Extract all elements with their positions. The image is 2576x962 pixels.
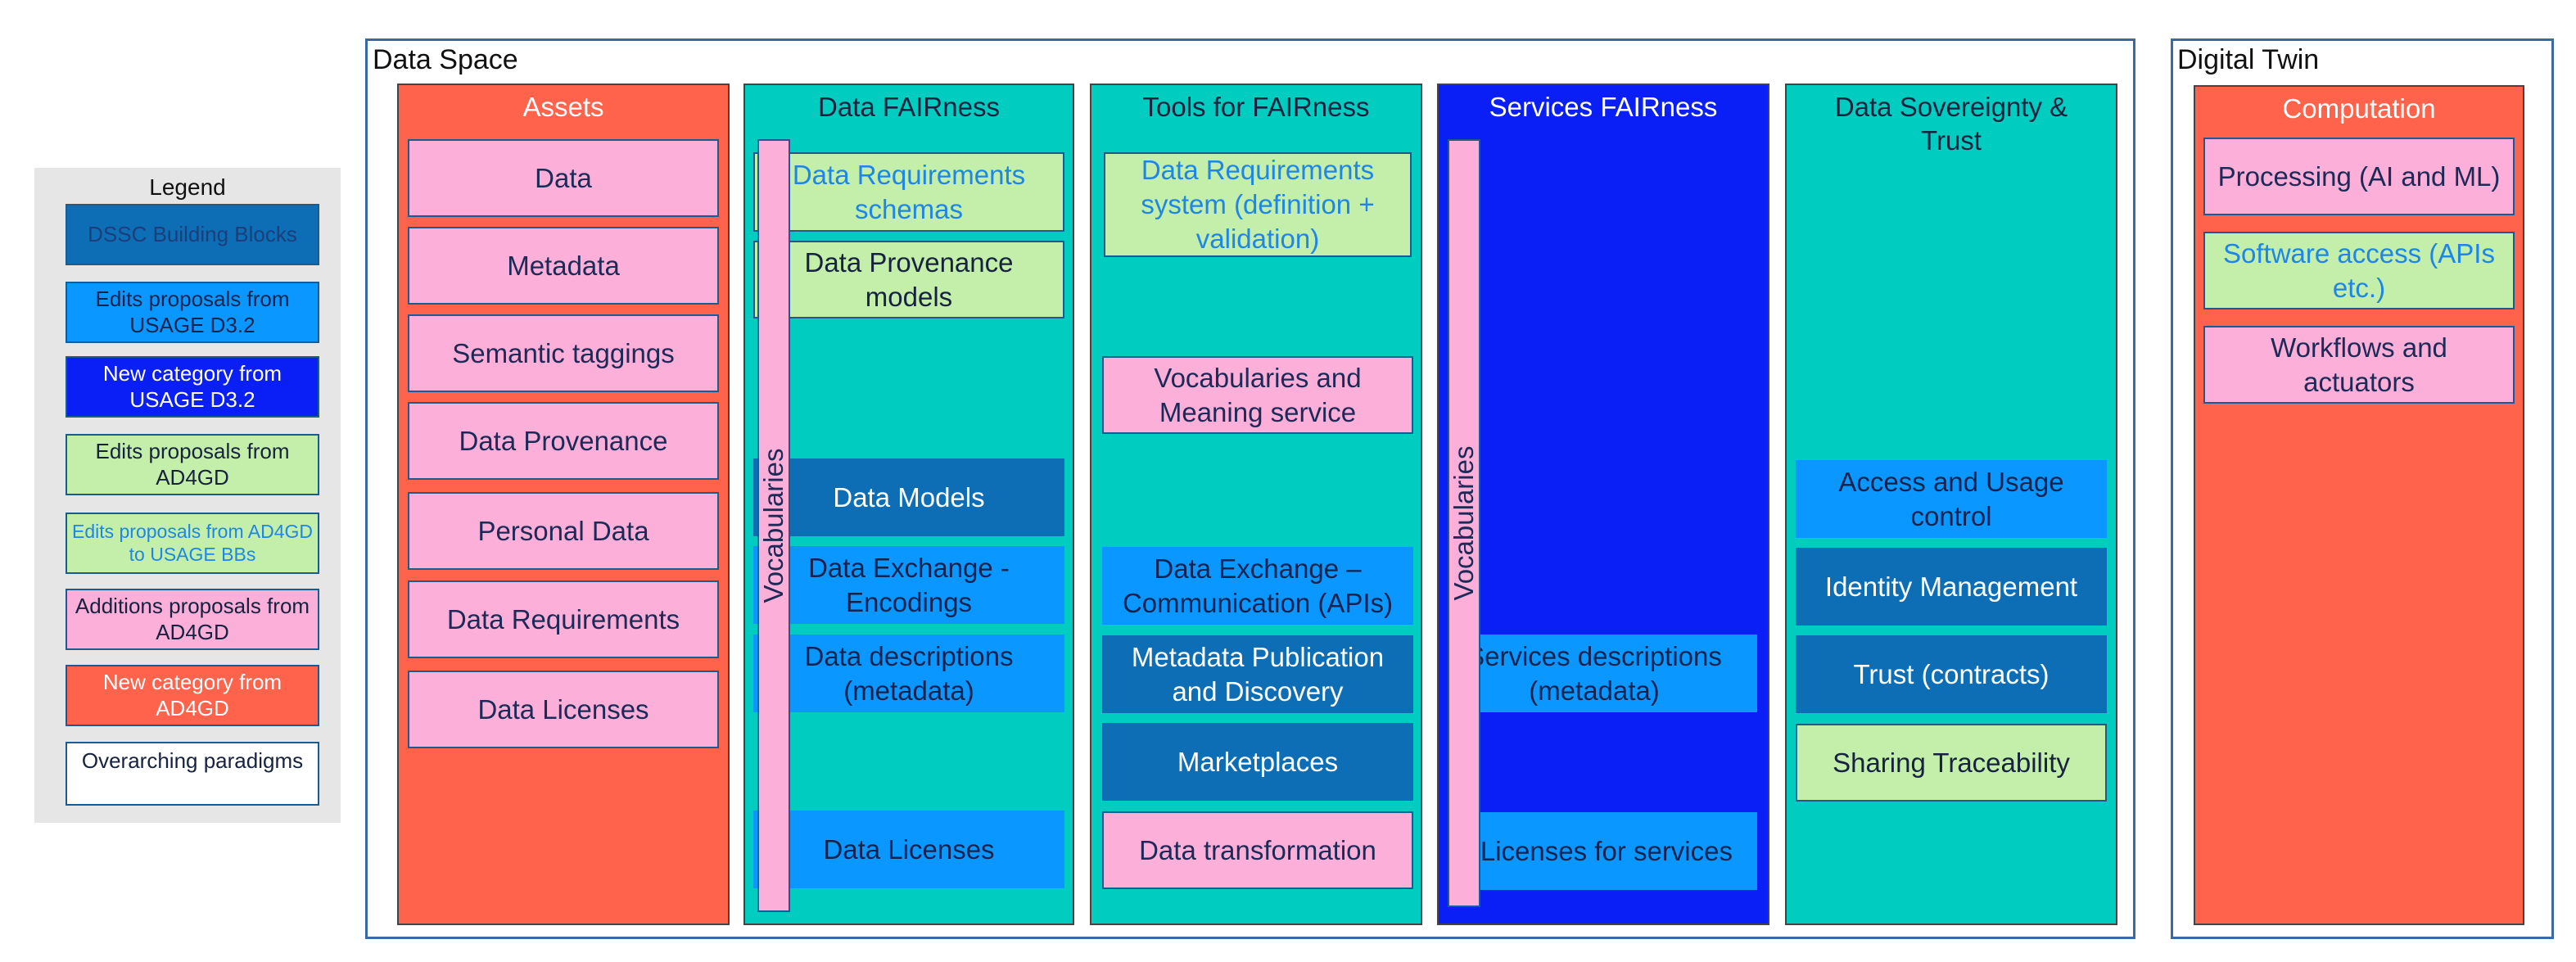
marketplaces: Marketplaces: [1102, 723, 1413, 801]
trust-contracts: Trust (contracts): [1796, 635, 2107, 713]
data-requirements-system: Data Requirements system (definition + v…: [1104, 152, 1412, 257]
asset-personal-data: Personal Data: [408, 492, 719, 570]
assets-heading: Assets: [522, 92, 604, 122]
services-vocabularies-bar: Vocabularies: [1448, 139, 1480, 907]
legend-item-ad4gd-new: New category from AD4GD: [66, 665, 319, 726]
asset-data: Data: [408, 139, 719, 217]
workflows-actuators: Workflows and actuators: [2203, 326, 2515, 404]
asset-data-requirements: Data Requirements: [408, 580, 719, 658]
identity-management: Identity Management: [1796, 548, 2107, 626]
data-fairness-licenses: Data Licenses: [753, 811, 1064, 888]
asset-metadata: Metadata: [408, 227, 719, 305]
data-space-title: Data Space: [373, 44, 518, 75]
vocabularies-meaning-service: Vocabularies and Meaning service: [1102, 356, 1413, 434]
data-exchange-communication: Data Exchange – Communication (APIs): [1102, 547, 1413, 625]
legend-item-dssc: DSSC Building Blocks: [66, 204, 319, 265]
sharing-traceability: Sharing Traceability: [1796, 724, 2107, 802]
data-transformation: Data transformation: [1102, 811, 1413, 889]
licenses-for-services: Licenses for services: [1449, 812, 1757, 890]
legend-item-usage-edits: Edits proposals from USAGE D3.2: [66, 282, 319, 343]
data-requirements-schemas: Data Requirements schemas: [753, 152, 1064, 232]
services-fairness-heading: Services FAIRness: [1489, 92, 1718, 122]
computation-heading: Computation: [2282, 93, 2436, 124]
legend-item-ad4gd-additions: Additions proposals from AD4GD: [66, 589, 319, 650]
data-fairness-vocabularies-label: Vocabularies: [758, 448, 789, 603]
legend-item-ad4gd-edits: Edits proposals from AD4GD: [66, 434, 319, 495]
legend-item-ad4gd-usage-edits: Edits proposals from AD4GD to USAGE BBs: [66, 513, 319, 574]
legend-item-overarching: Overarching paradigms: [66, 742, 319, 806]
legend-item-usage-new: New category from USAGE D3.2: [66, 356, 319, 418]
asset-data-provenance: Data Provenance: [408, 402, 719, 480]
asset-semantic-taggings: Semantic taggings: [408, 314, 719, 392]
software-access-apis: Software access (APIs etc.): [2203, 232, 2515, 309]
services-descriptions-metadata: Services descriptions (metadata): [1449, 635, 1757, 712]
data-exchange-encodings: Data Exchange - Encodings: [753, 546, 1064, 624]
processing-ai-ml: Processing (AI and ML): [2203, 138, 2515, 215]
services-fairness-column: [1437, 84, 1769, 925]
legend-title: Legend: [149, 174, 226, 200]
data-fairness-heading: Data FAIRness: [818, 92, 1000, 122]
data-provenance-models: Data Provenance models: [753, 241, 1064, 318]
data-models: Data Models: [753, 458, 1064, 536]
access-usage-control: Access and Usage control: [1796, 460, 2107, 538]
services-vocabularies-label: Vocabularies: [1448, 445, 1479, 601]
computation-column: [2194, 85, 2524, 925]
data-fairness-vocabularies-bar: Vocabularies: [757, 139, 790, 912]
sovereignty-heading: Data Sovereignty & Trust: [1834, 92, 2068, 156]
data-descriptions-metadata: Data descriptions (metadata): [753, 635, 1064, 712]
digital-twin-title: Digital Twin: [2177, 44, 2320, 75]
legend-item-overarching-label: Overarching paradigms: [81, 748, 304, 773]
tools-fairness-heading: Tools for FAIRness: [1142, 92, 1370, 122]
metadata-publication-discovery: Metadata Publication and Discovery: [1102, 635, 1413, 713]
asset-data-licenses: Data Licenses: [408, 671, 719, 748]
